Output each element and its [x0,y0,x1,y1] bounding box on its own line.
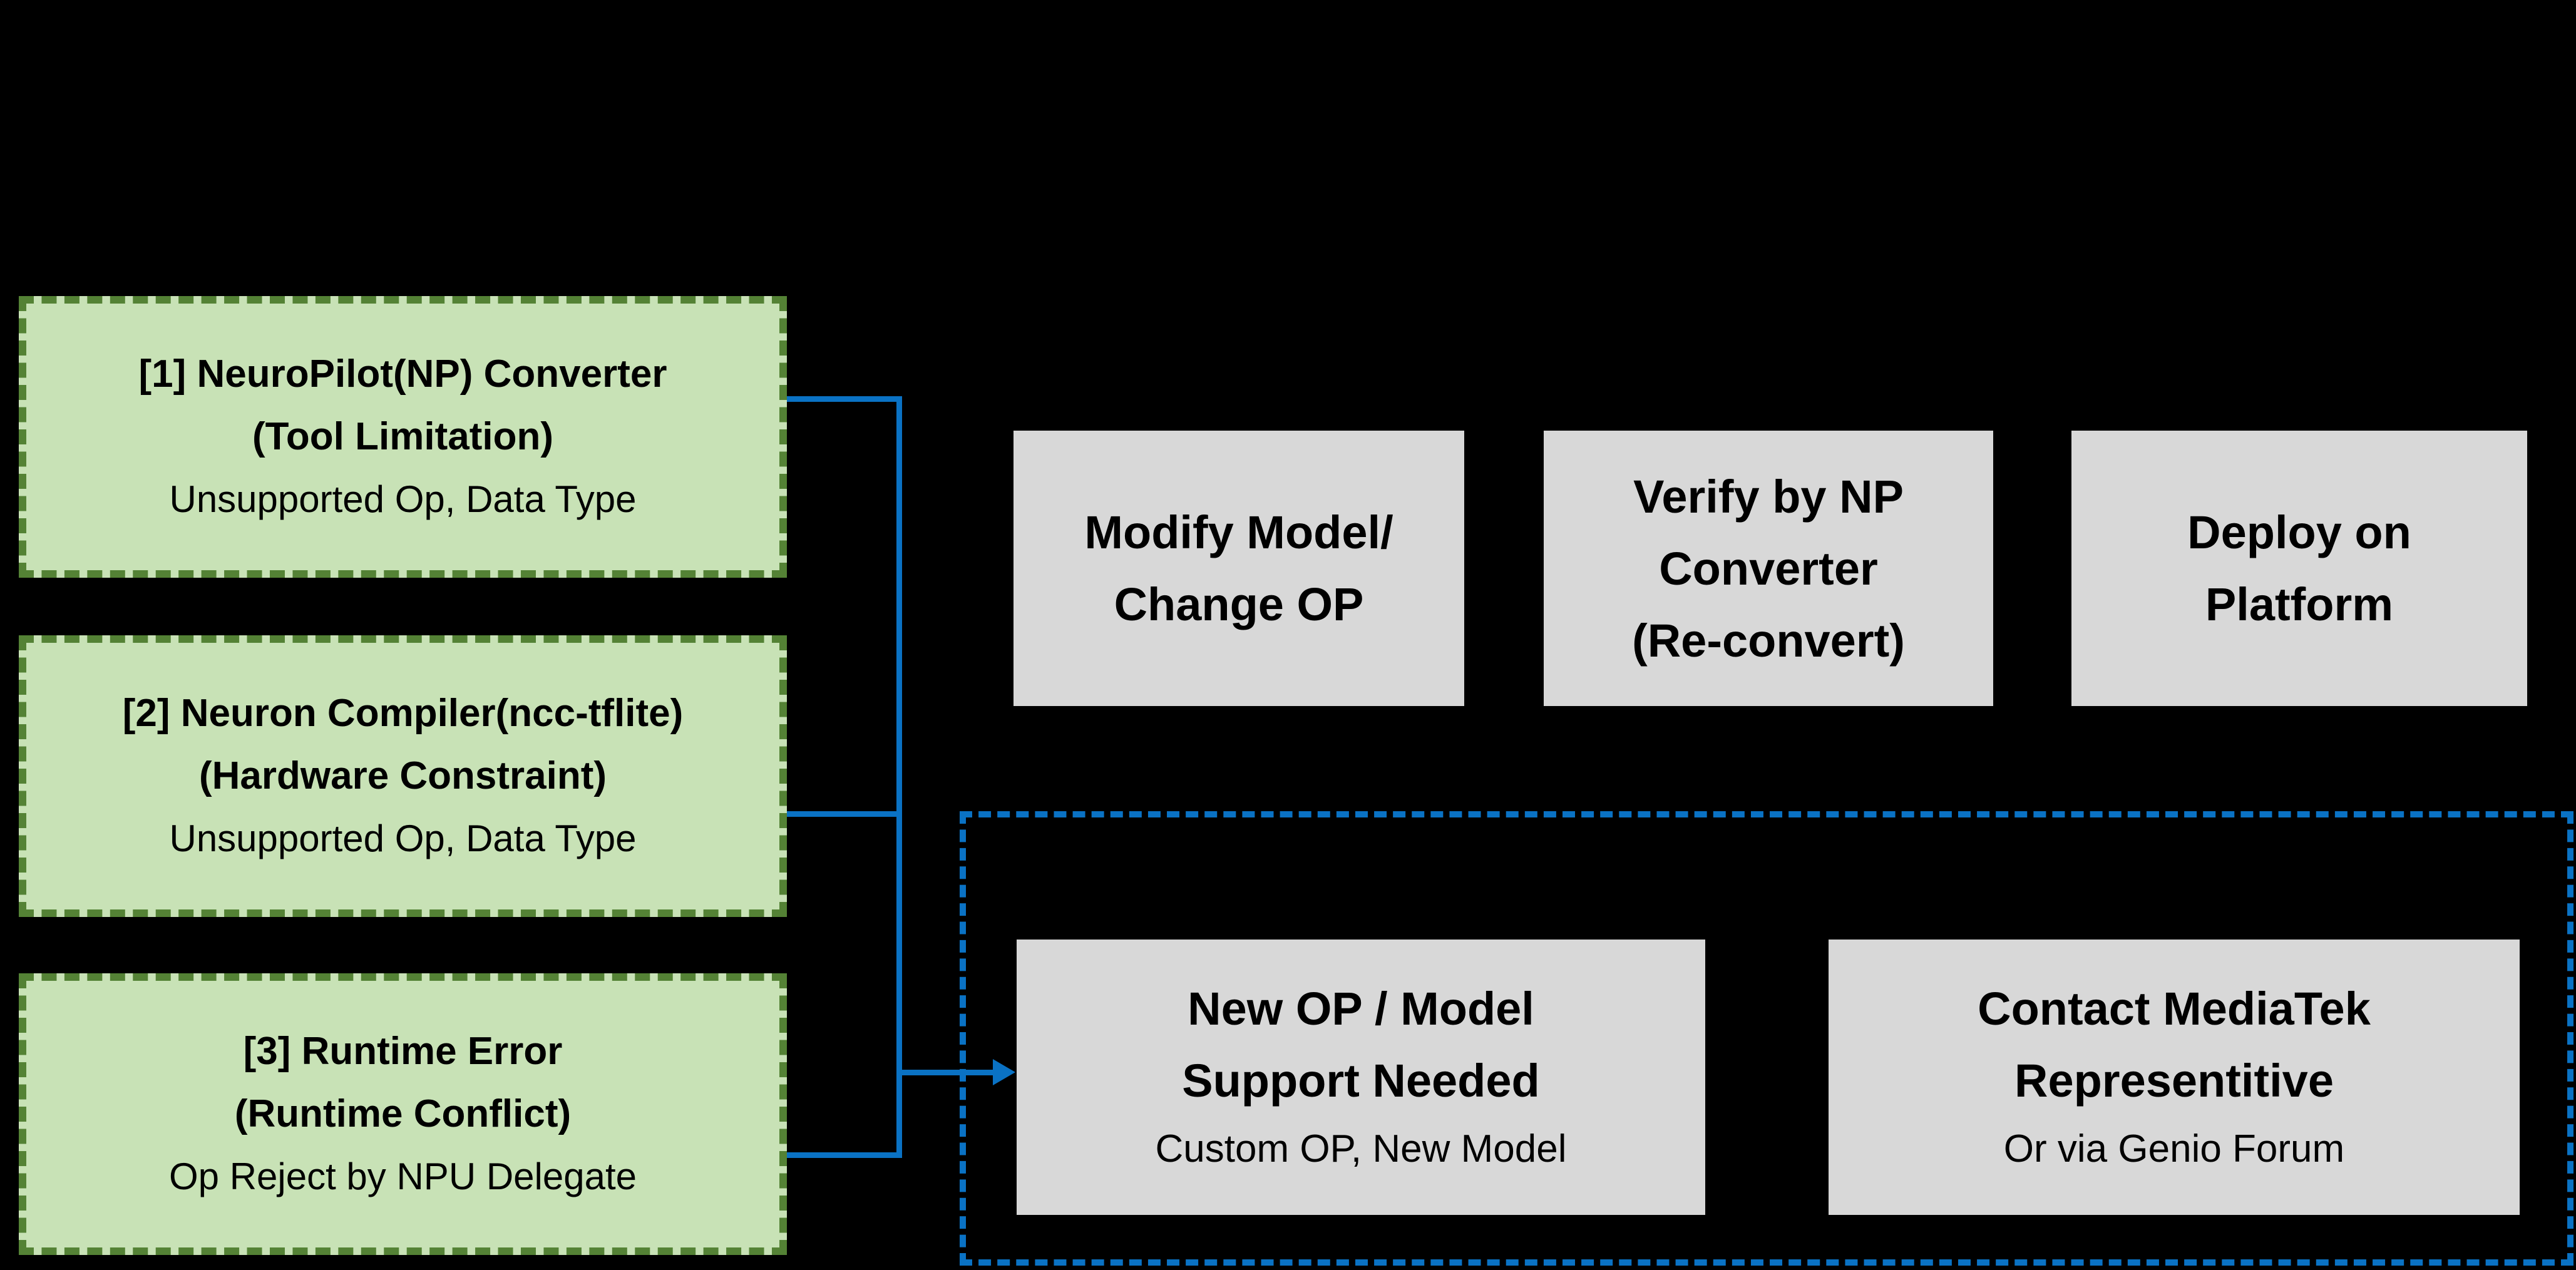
connector-stub-source1 [787,396,902,402]
action-box-verify-converter: Verify by NP Converter (Re-convert) [1544,431,1993,706]
action-box-line: Converter [1659,542,1878,595]
action-box-line: Platform [2205,578,2394,630]
action-box-line: Deploy on [2187,506,2411,558]
escalation-box-detail: Or via Genio Forum [2003,1127,2345,1170]
action-box-deploy-platform: Deploy on Platform [2071,431,2527,706]
error-source-subtitle: (Runtime Conflict) [234,1092,572,1135]
escalation-group-frame [960,811,2573,1266]
escalation-box-line: Contact MediaTek [1978,983,2371,1035]
error-source-title: [2] Neuron Compiler(ncc-tflite) [122,692,684,735]
error-source-title: [1] NeuroPilot(NP) Converter [138,352,667,396]
error-source-subtitle: (Tool Limitation) [252,415,553,458]
error-source-subtitle: (Hardware Constraint) [198,754,607,797]
escalation-box-detail: Custom OP, New Model [1155,1127,1567,1170]
action-box-line: Change OP [1114,578,1364,630]
escalation-box-line: Representitive [2014,1055,2334,1107]
action-box-modify-model: Modify Model/ Change OP [1013,431,1464,706]
error-source-box-runtime-error: [3] Runtime Error (Runtime Conflict) Op … [19,973,787,1255]
connector-stub-source2 [787,811,902,817]
connector-stub-source3 [787,1152,902,1158]
connector-vertical-bus [896,396,902,1158]
error-source-box-np-converter: [1] NeuroPilot(NP) Converter (Tool Limit… [19,296,787,578]
error-source-box-neuron-compiler: [2] Neuron Compiler(ncc-tflite) (Hardwar… [19,635,787,917]
arrow-right-icon [993,1059,1015,1085]
escalation-box-line: New OP / Model [1188,983,1534,1035]
escalation-box-contact-mediatek: Contact MediaTek Representitive Or via G… [1829,940,2520,1215]
connector-arrow-shaft [899,1070,994,1075]
error-source-detail: Op Reject by NPU Delegate [168,1155,637,1197]
escalation-box-line: Support Needed [1182,1055,1540,1107]
error-source-title: [3] Runtime Error [243,1030,563,1073]
escalation-box-new-op-support: New OP / Model Support Needed Custom OP,… [1017,940,1705,1215]
action-box-line: Modify Model/ [1084,506,1393,558]
error-source-detail: Unsupported Op, Data Type [169,478,637,520]
action-box-line: (Re-convert) [1632,614,1905,667]
action-box-line: Verify by NP [1633,470,1904,523]
error-source-detail: Unsupported Op, Data Type [169,817,637,859]
